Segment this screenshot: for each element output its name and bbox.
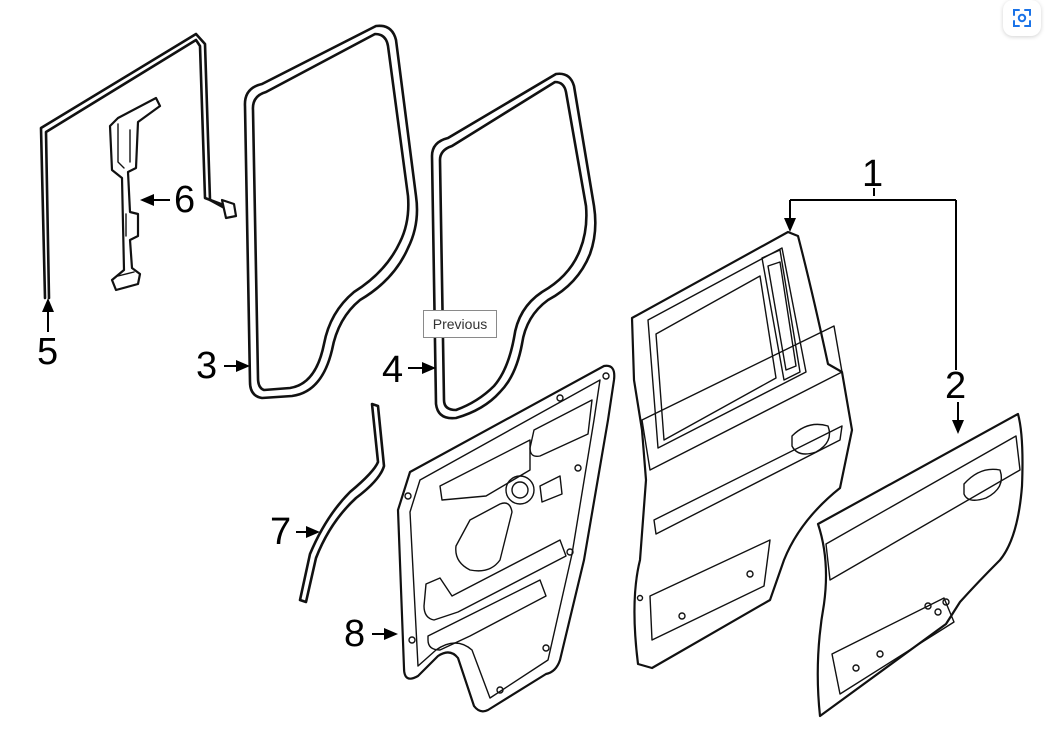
arrow-4	[422, 362, 436, 374]
visual-search-button[interactable]	[1003, 0, 1041, 36]
callout-3: 3	[196, 345, 217, 387]
callout-6: 6	[174, 179, 195, 221]
callout-numbers: 1 2 3 4 5 6 7 8	[37, 153, 966, 655]
leader-lines	[42, 188, 964, 640]
arrow-8	[384, 628, 398, 640]
callout-4: 4	[382, 349, 403, 391]
arrow-2	[952, 420, 964, 434]
callout-2: 2	[945, 365, 966, 407]
visual-search-icon	[1013, 9, 1031, 27]
part-8-trim-panel	[396, 364, 616, 713]
previous-tooltip: Previous	[423, 310, 497, 338]
callout-5: 5	[37, 331, 58, 373]
callout-7: 7	[270, 511, 291, 553]
arrow-6	[140, 194, 154, 206]
part-1-door-shell	[630, 230, 854, 670]
callout-8: 8	[344, 613, 365, 655]
part-3-outer-weatherstrip	[243, 24, 419, 400]
arrow-3	[236, 360, 250, 372]
previous-tooltip-label: Previous	[432, 316, 488, 332]
callout-1: 1	[862, 153, 883, 195]
part-7-belt-strip	[298, 402, 386, 604]
leader-1	[789, 188, 957, 370]
arrow-7	[306, 526, 320, 538]
part-6-channel-bracket	[108, 96, 162, 292]
arrow-1-left	[784, 218, 796, 232]
part-2-door-skin	[816, 412, 1024, 718]
part-4-inner-weatherstrip	[430, 72, 597, 420]
part-5-glass-run-channel	[39, 32, 238, 300]
arrow-5	[42, 298, 54, 312]
